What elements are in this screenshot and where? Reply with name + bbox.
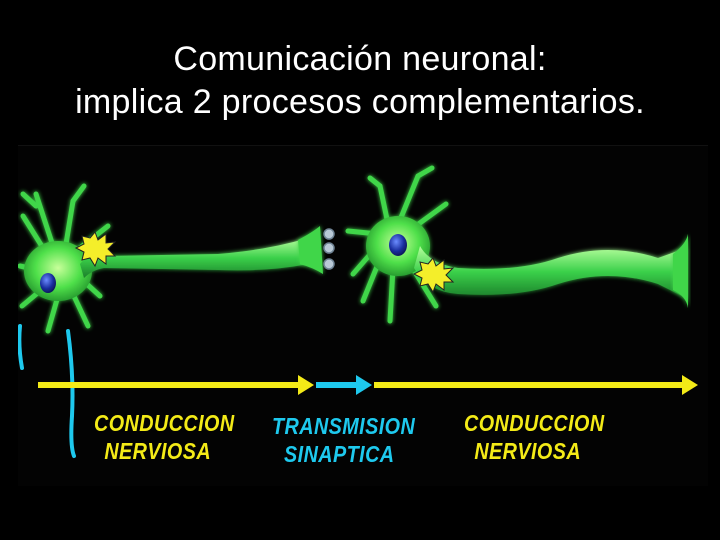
conduction-label-2: CONDUCCION NERVIOSA <box>464 409 605 465</box>
transmission-label-line1: TRANSMISION <box>272 413 416 439</box>
impulse-burst-2 <box>412 257 455 294</box>
title-line-1: Comunicación neuronal: <box>173 40 547 78</box>
transmission-arrow <box>316 375 372 395</box>
conduction-label-1: CONDUCCION NERVIOSA <box>94 409 235 465</box>
axon-terminal-end <box>673 234 688 308</box>
conduction-arrow-2 <box>374 375 698 395</box>
neuron-diagram-graphic <box>18 165 698 458</box>
neuron-diagram: CONDUCCION NERVIOSA TRANSMISION SINAPTIC… <box>18 145 708 486</box>
conduction-label-2-line1: CONDUCCION <box>464 410 605 436</box>
conduction-label-1-line2: NERVIOSA <box>104 438 212 464</box>
conduction-arrow-1 <box>38 375 314 395</box>
slide-title: Comunicación neuronal: implica 2 proceso… <box>0 38 720 124</box>
conduction-label-1-line1: CONDUCCION <box>94 410 235 436</box>
postsynaptic-neuron <box>345 165 686 324</box>
synaptic-vesicles <box>323 228 335 270</box>
transmission-label: TRANSMISION SINAPTICA <box>272 412 415 468</box>
axon-terminal <box>298 226 323 274</box>
impulse-burst-1 <box>74 231 117 268</box>
incoming-fibers <box>18 324 76 458</box>
title-line-2: implica 2 procesos complementarios. <box>75 83 645 121</box>
presynaptic-neuron <box>18 183 308 334</box>
transmission-label-line2: SINAPTICA <box>284 441 395 467</box>
conduction-label-2-line2: NERVIOSA <box>474 438 582 464</box>
